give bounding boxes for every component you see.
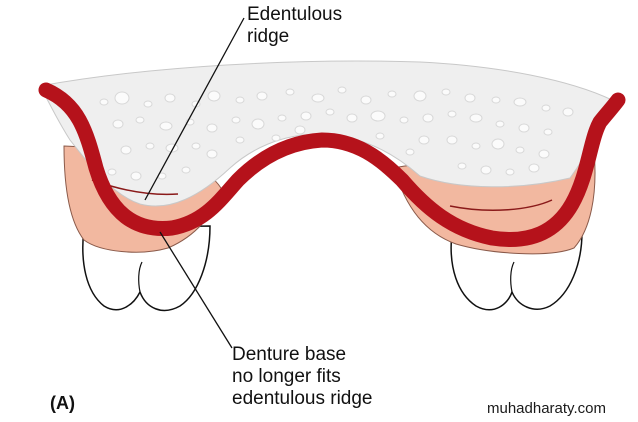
bone-pore (491, 138, 505, 150)
left-molar-crease (138, 261, 143, 293)
bone-pore (538, 149, 550, 159)
edentulous-ridge-label-line1: Edentulous (247, 4, 343, 25)
bone-pore (130, 171, 142, 181)
bone-pore (491, 96, 501, 104)
right-molar-crease (510, 261, 515, 293)
denture-base-label: Denture base no longer fits edentulous r… (232, 344, 373, 410)
watermark: muhadharaty.com (487, 400, 606, 417)
bone-pore (495, 120, 505, 128)
bone-pore (277, 114, 287, 122)
bone-pore (206, 123, 218, 133)
bone-pore (562, 107, 574, 117)
bone-pore (271, 134, 281, 142)
bone-pore (251, 118, 265, 130)
bone-pore (464, 93, 476, 103)
bone-pore (446, 135, 458, 145)
bone-pore (387, 90, 397, 98)
bone-pore (145, 142, 155, 150)
bone-pore (114, 91, 130, 105)
bone-pore (191, 142, 201, 150)
bone-pore (515, 146, 525, 154)
bone-pore (346, 113, 358, 123)
bone-pore (285, 88, 295, 96)
bone-pore (99, 98, 109, 106)
bone-pore (337, 86, 347, 94)
bone-pore (528, 163, 540, 173)
bone-pore (143, 100, 153, 108)
bone-pore (375, 132, 385, 140)
bone-pore (370, 110, 386, 122)
bone-pore (480, 165, 492, 175)
denture-base-leader (159, 231, 233, 349)
denture-base (38, 82, 626, 247)
bone-pore (471, 142, 481, 150)
panel-label: (A) (50, 393, 75, 413)
bone-pore (360, 95, 372, 105)
bone-pore (294, 125, 306, 135)
denture-base-label-line1: Denture base (232, 344, 347, 365)
bone-pore (457, 162, 467, 170)
denture-base-label-line3: edentulous ridge (232, 388, 373, 409)
edentulous-ridge-leader (144, 17, 245, 201)
bone-texture (99, 86, 574, 181)
bone-pore (135, 116, 145, 124)
bone-pore (422, 113, 434, 123)
bone-pore (112, 119, 124, 129)
edentulous-ridge-label-line2: ridge (247, 26, 290, 47)
bone-pore (543, 128, 553, 136)
bone-pore (300, 111, 312, 121)
bone-pore (405, 148, 415, 156)
bone-pore (256, 91, 268, 101)
bone-pore (469, 113, 483, 123)
bone-pore (206, 149, 218, 159)
bone-pore (325, 108, 335, 116)
bone-pore (513, 97, 527, 107)
bone-pore (164, 93, 176, 103)
bone-pore (413, 90, 427, 102)
denture-base-label-line2: no longer fits (232, 366, 341, 387)
bone-pore (120, 145, 132, 155)
right-ridge-line (449, 199, 553, 212)
bone-pore (235, 136, 245, 144)
bone-pore (231, 116, 241, 124)
edentulous-ridge-label: Edentulous ridge (247, 4, 342, 48)
bone-pore (518, 123, 530, 133)
bone-pore (311, 93, 325, 103)
bone-pore (399, 116, 409, 124)
bone-pore (505, 168, 515, 176)
bone-pore (207, 90, 221, 102)
bone-pore (541, 104, 551, 112)
bone-pore (181, 166, 191, 174)
bone-pore (159, 121, 173, 131)
bone-pore (447, 110, 457, 118)
bone-pore (418, 135, 430, 145)
bone-pore (235, 96, 245, 104)
bone-pore (107, 168, 117, 176)
bone-pore (441, 88, 451, 96)
